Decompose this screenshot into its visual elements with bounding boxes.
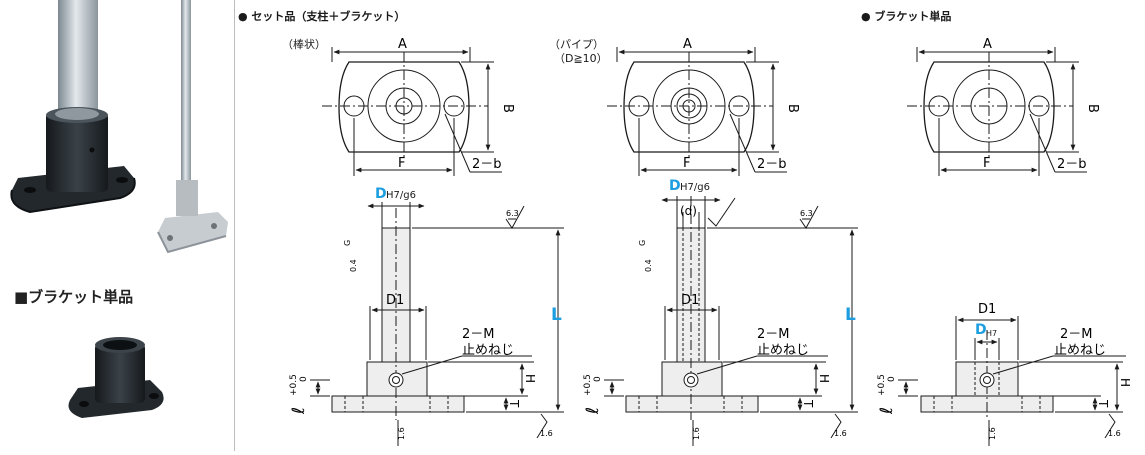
dim-M-rod: 2－M [462,327,495,342]
dim-F-2: F [683,156,690,171]
dim-b-1: 2－b [472,157,502,172]
dim-M-bracket: 2－M [1060,327,1093,342]
pipe-variant-label: （パイプ） [549,38,604,51]
dim-T-rod: T [507,399,521,408]
pipe-variant-note: （D≧10） [554,52,608,65]
side-view-pipe [604,196,858,446]
top-view-rod [322,47,502,176]
product-photos [10,0,228,418]
dim-b-3: 2－b [1057,157,1087,172]
dim-T-pipe: T [801,399,815,408]
silver-product-photo [157,0,228,254]
dim-ell-bracket: ℓ [877,407,897,415]
tol-D-rod: H7/g6 [386,190,416,201]
dim-H-rod: H [523,374,537,383]
setscrew-bracket: 止めねじ [1054,343,1106,358]
dim-B-2: B [785,104,800,113]
ell-tol-lower-bracket: 0 [887,376,897,382]
ell-tol-lower-rod: 0 [299,376,309,382]
dim-D-rod: D [375,186,387,202]
dim-D1-pipe: D1 [681,293,699,308]
dim-A-3: A [983,37,992,52]
ell-tol-upper-bracket: +0.5 [877,374,887,396]
tol-D-pipe: H7/g6 [680,182,710,193]
dim-H-bracket: H [1118,378,1132,387]
rough-16-pipe: 1.6 [834,429,847,438]
product-photo-panel: ■ブラケット単品 [0,0,235,451]
ell-tol-lower-pipe: 0 [593,376,603,382]
dim-ell-pipe: ℓ [583,407,603,415]
side-view-bracket [898,316,1126,446]
top-view-pipe [607,47,787,176]
dim-T-bracket: T [1096,399,1110,408]
dim-D-pipe: D [669,178,681,194]
ell-tol-upper-rod: +0.5 [289,374,299,396]
dim-M-pipe: 2－M [757,327,790,342]
setscrew-pipe: 止めねじ [757,343,809,358]
set-product-photo [10,0,136,214]
rough-G-pipe: G [638,240,647,246]
bracket-product-photo [68,337,164,418]
bracket-title: ● ブラケット単品 [861,9,951,23]
rough-G-rod: G [343,240,352,246]
rod-variant-label: （棒状） [282,37,326,51]
rough-16b-bracket: 1.6 [988,427,997,440]
ell-tol-upper-pipe: +0.5 [583,374,593,396]
dim-L-pipe: L [845,305,856,325]
dim-F-1: F [398,156,405,171]
side-view-rod [310,202,564,446]
dim-B-3: B [1085,104,1100,113]
dim-A-2: A [683,37,692,52]
top-view-bracket [907,47,1087,176]
dim-L-rod: L [551,305,562,325]
rough-63-rod: 6.3 [506,209,519,218]
rough-63-pipe: 6.3 [800,209,813,218]
dim-A-1: A [398,37,407,52]
technical-drawing: ● セット品（支柱＋ブラケット） ● ブラケット単品 （棒状） （パイプ） （D… [238,9,1132,446]
dim-b-2: 2－b [757,157,787,172]
rough-04-pipe: 0.4 [644,259,653,272]
dim-d-pipe: (d) [680,204,697,218]
tol-D-bracket: H7 [986,329,997,338]
dim-D1-bracket: D1 [978,302,996,317]
dim-ell-rod: ℓ [289,407,309,415]
rough-16b-pipe: 1.6 [692,427,701,440]
dim-D1-rod: D1 [386,293,404,308]
dim-B-1: B [500,104,515,113]
dim-D-bracket: D [975,322,987,338]
rough-16b-rod: 1.6 [397,427,406,440]
rough-16-bracket: 1.6 [1108,429,1121,438]
dim-H-pipe: H [817,374,831,383]
set-title: ● セット品（支柱＋ブラケット） [238,9,405,23]
setscrew-rod: 止めねじ [462,343,514,358]
dim-F-3: F [983,156,990,171]
bracket-section-heading: ■ブラケット単品 [14,288,134,306]
rough-16-rod: 1.6 [540,429,553,438]
rough-04-rod: 0.4 [349,259,358,272]
